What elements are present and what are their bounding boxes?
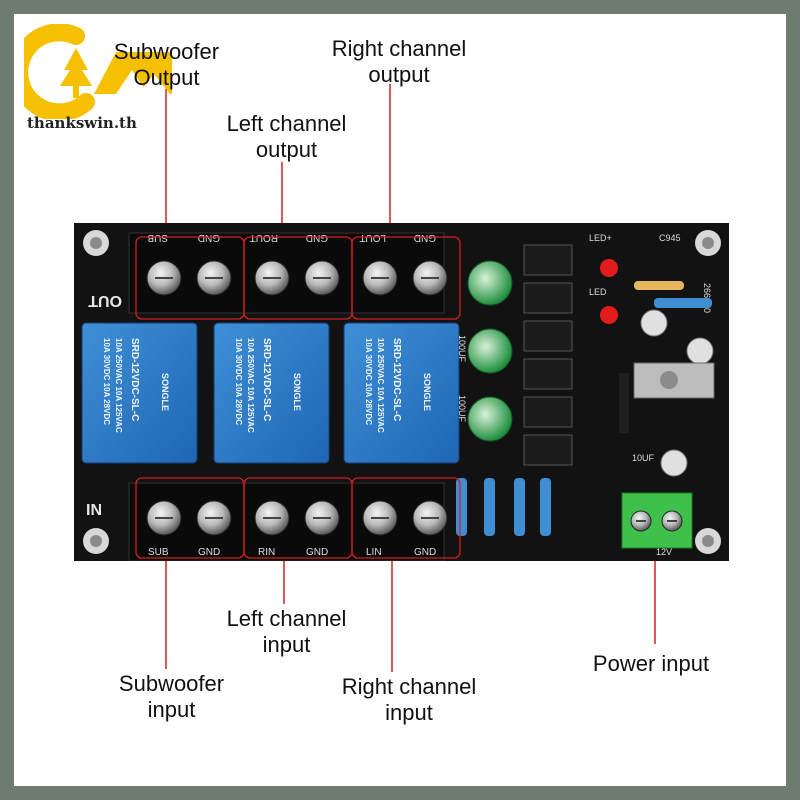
relay-model: SRD-12VDC-SL-C — [391, 338, 402, 421]
top-highlight-boxes — [135, 236, 461, 320]
bottom-terminal-label: GND — [414, 547, 436, 558]
silk-text: 10UF — [632, 453, 655, 463]
bottom-terminal-labels: SUB GND RIN GND LIN GND — [148, 547, 436, 558]
led-1 — [600, 259, 618, 277]
silk-text: 12V — [656, 547, 672, 557]
power-terminal — [621, 492, 693, 549]
relay-rating: 10A 30VDC 10A 28VDC — [364, 338, 373, 425]
pcb-board: OUT IN SUB GND ROUT GND LOUT GND — [74, 223, 729, 561]
relay-brand: SONGLE — [422, 373, 432, 411]
relay-3 — [343, 322, 460, 464]
relay-rating: 10A 250VAC 10A 125VAC — [114, 338, 123, 433]
relay-texts: SRD-12VDC-SL-C 10A 250VAC 10A 125VAC 10A… — [102, 338, 432, 433]
callout-power-input: Power input — [592, 651, 710, 676]
silk-text: 100UF — [457, 395, 467, 423]
relay-1 — [81, 322, 198, 464]
relay-model: SRD-12VDC-SL-C — [129, 338, 140, 421]
silk-text: LED — [589, 287, 607, 297]
silk-text: C945 — [659, 233, 681, 243]
silk-text: 100UF — [457, 335, 467, 363]
bottom-screws — [146, 500, 448, 536]
bottom-terminal-label: GND — [306, 547, 328, 558]
capacitors — [467, 260, 714, 477]
relay-brand: SONGLE — [160, 373, 170, 411]
led-2 — [600, 306, 618, 324]
relay-brand: SONGLE — [292, 373, 302, 411]
top-terminal-block: SUB GND ROUT GND LOUT GND — [128, 232, 461, 320]
resistors — [456, 281, 712, 536]
relay-2 — [213, 322, 330, 464]
bottom-terminal-label: RIN — [258, 547, 275, 558]
bottom-terminal-block: SUB GND RIN GND LIN GND — [128, 477, 461, 561]
in-label: IN — [86, 502, 102, 519]
regulator — [619, 362, 715, 433]
relay-rating: 10A 30VDC 10A 28VDC — [102, 338, 111, 425]
out-label: OUT — [88, 292, 122, 309]
watermark-text: thankswin.th — [27, 114, 137, 132]
bottom-terminal-label: LIN — [366, 547, 382, 558]
relay-rating: 10A 250VAC 10A 125VAC — [246, 338, 255, 433]
bottom-terminal-label: SUB — [148, 547, 169, 558]
thankswin-logo — [24, 24, 172, 119]
relay-rating: 10A 30VDC 10A 28VDC — [234, 338, 243, 425]
relay-rating: 10A 250VAC 10A 125VAC — [376, 338, 385, 433]
optocouplers — [523, 244, 573, 466]
bottom-terminal-label: GND — [198, 547, 220, 558]
bottom-highlight-boxes — [135, 477, 461, 559]
relay-model: SRD-12VDC-SL-C — [261, 338, 272, 421]
silk-text: LED+ — [589, 233, 612, 243]
